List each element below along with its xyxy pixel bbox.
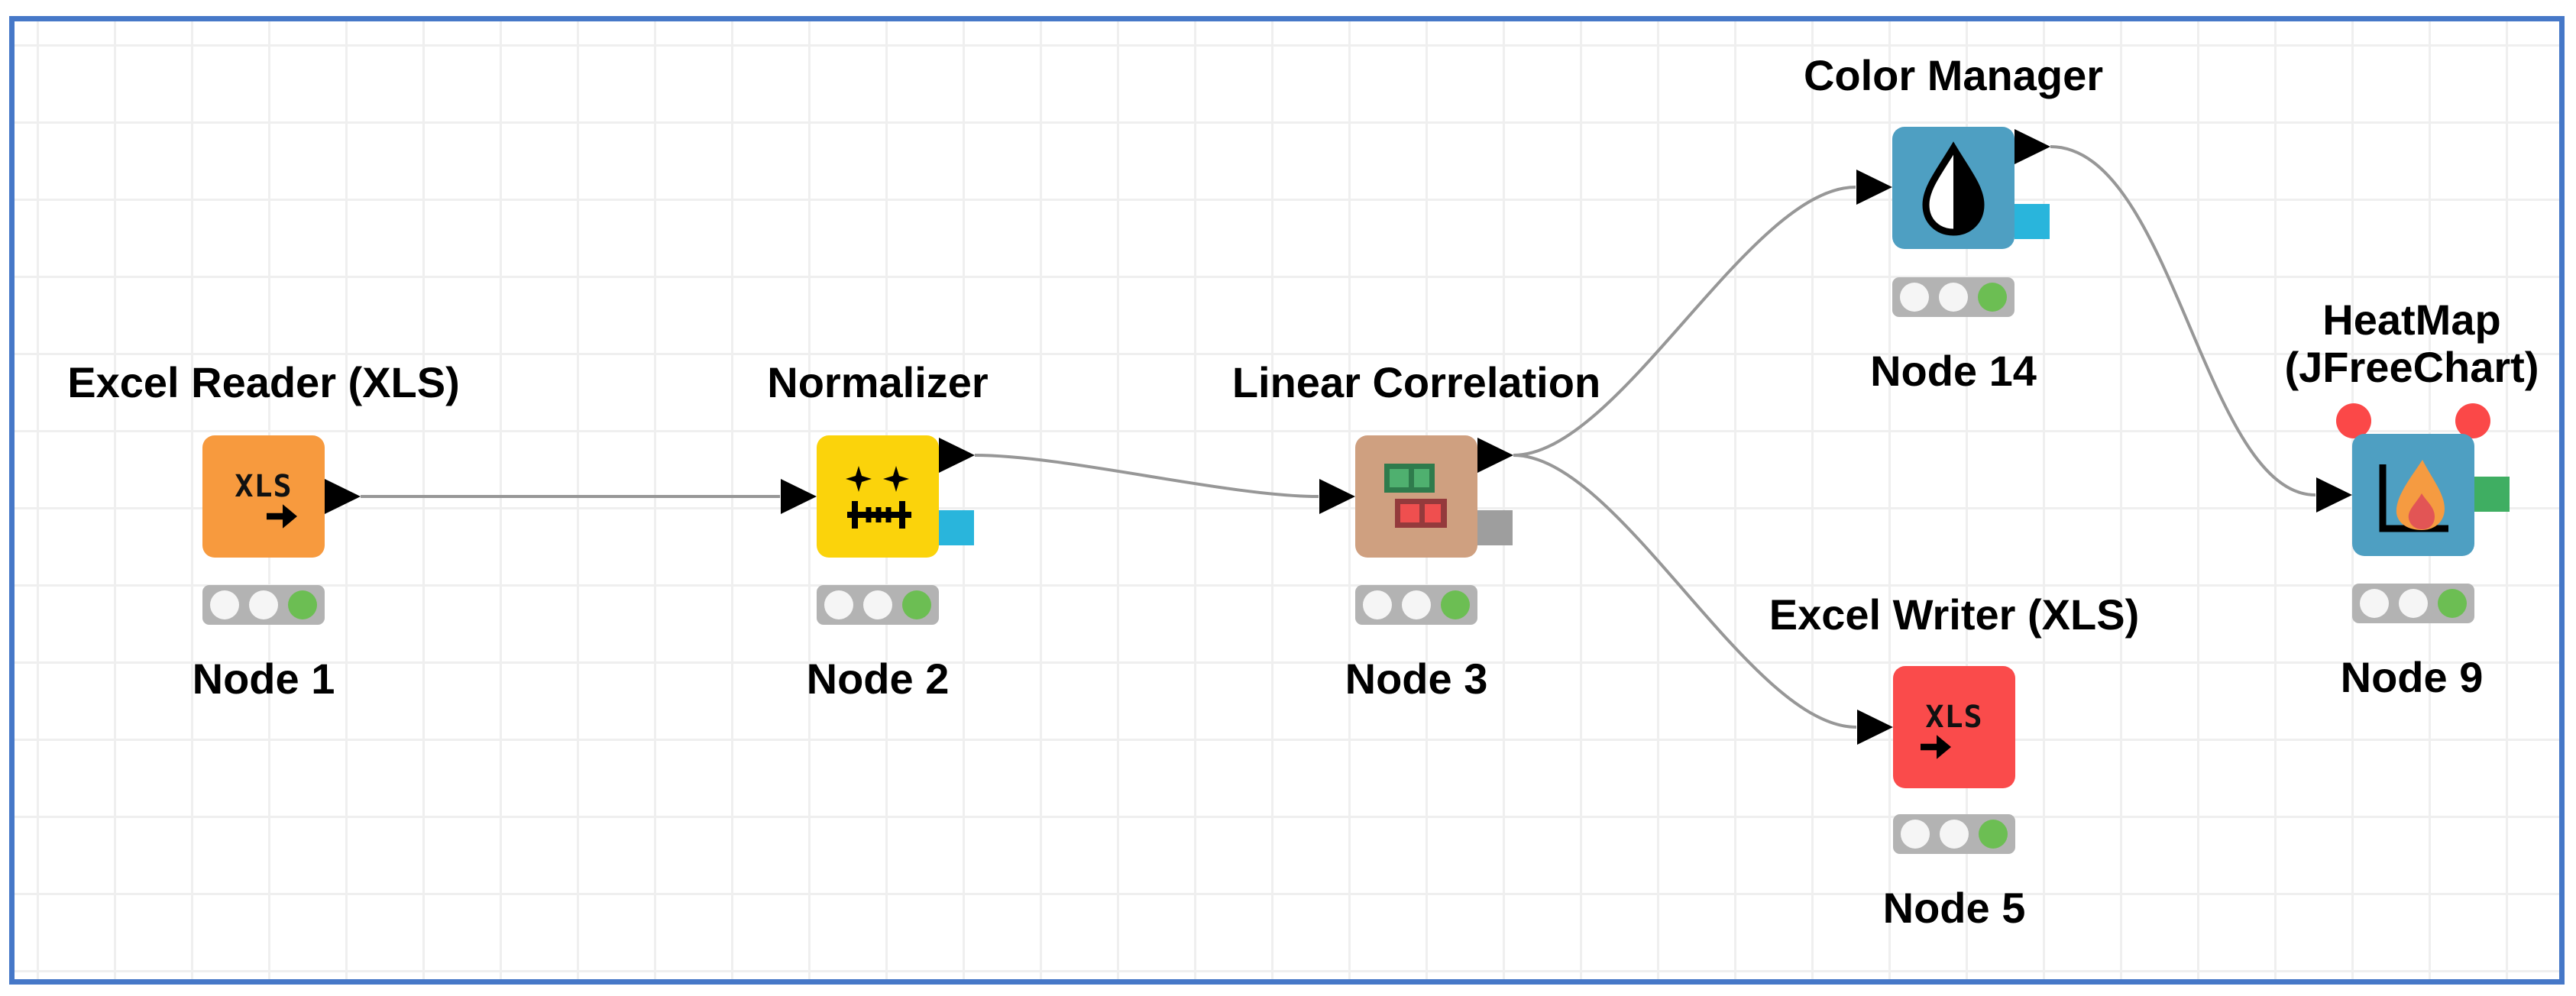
- workflow-editor-frame: [9, 16, 2565, 985]
- status-red-off: [1900, 283, 1929, 312]
- connection-node14-node9[interactable]: [2050, 145, 2316, 496]
- normalizer-axis-icon: [846, 466, 911, 529]
- status-green-on: [902, 590, 931, 619]
- arrow-right-icon: [267, 504, 297, 529]
- output-port-node14[interactable]: [2015, 129, 2050, 164]
- input-port-node9[interactable]: [2316, 477, 2352, 513]
- output-port-node2[interactable]: [939, 438, 975, 473]
- connection-node2-node3[interactable]: [974, 454, 1319, 498]
- input-port-node5[interactable]: [1857, 710, 1893, 745]
- node-linear-correlation[interactable]: [1355, 435, 1477, 558]
- node-title-line2: (JFreeChart): [2284, 343, 2539, 391]
- status-green-on: [288, 590, 317, 619]
- status-red-off: [1901, 820, 1930, 849]
- arrow-right-icon: [1921, 735, 1951, 759]
- status-green-on: [1441, 590, 1470, 619]
- node-title-line1: HeatMap: [2322, 296, 2501, 344]
- node-title-excel-writer: Excel Writer (XLS): [1769, 590, 2140, 639]
- input-port-node14[interactable]: [1856, 170, 1892, 205]
- traffic-light-node3: [1355, 585, 1477, 625]
- red-circle-decoration: [2455, 403, 2490, 438]
- node-title-normalizer: Normalizer: [767, 358, 989, 406]
- node-title-heatmap: HeatMap (JFreeChart): [2144, 296, 2576, 391]
- model-port-node14[interactable]: [2015, 204, 2050, 239]
- input-port-node3[interactable]: [1319, 479, 1355, 514]
- correlation-matrix-icon: [1384, 464, 1447, 528]
- node-heatmap[interactable]: [2352, 434, 2474, 556]
- status-yellow-off: [2399, 589, 2428, 618]
- xls-file-import-icon: XLS: [235, 469, 293, 504]
- status-green-on: [1978, 283, 2007, 312]
- status-red-off: [2360, 589, 2389, 618]
- status-green-on: [2438, 589, 2467, 618]
- color-droplet-icon: [1922, 141, 1985, 236]
- heatmap-flame-icon: [2379, 460, 2448, 532]
- node-label: Node 14: [1870, 347, 2037, 395]
- output-port-node1[interactable]: [325, 479, 361, 514]
- status-yellow-off: [1402, 590, 1431, 619]
- status-yellow-off: [863, 590, 892, 619]
- traffic-light-node9: [2352, 584, 2474, 623]
- status-yellow-off: [1940, 820, 1969, 849]
- red-circle-decoration: [2336, 403, 2371, 438]
- xls-file-export-icon: XLS: [1925, 700, 1983, 735]
- node-excel-writer[interactable]: XLS: [1893, 666, 2015, 788]
- model-port-node2[interactable]: [939, 510, 974, 545]
- node-excel-reader[interactable]: XLS: [202, 435, 325, 558]
- status-red-off: [210, 590, 239, 619]
- input-port-node2[interactable]: [781, 479, 817, 514]
- status-red-off: [1363, 590, 1392, 619]
- node-title-linear-correlation: Linear Correlation: [1231, 358, 1601, 406]
- status-red-off: [824, 590, 853, 619]
- status-yellow-off: [1939, 283, 1968, 312]
- image-port-node9[interactable]: [2474, 477, 2510, 512]
- node-title-excel-reader: Excel Reader (XLS): [67, 358, 460, 406]
- connection-node3-node14[interactable]: [1513, 186, 1856, 457]
- node-label: Node 3: [1345, 655, 1488, 703]
- status-green-on: [1979, 820, 2008, 849]
- node-title-color-manager: Color Manager: [1803, 51, 2104, 99]
- model-port-node3[interactable]: [1477, 510, 1513, 545]
- traffic-light-node14: [1892, 277, 2015, 317]
- connection-node3-node5[interactable]: [1513, 454, 1857, 729]
- traffic-light-node5: [1893, 814, 2015, 854]
- output-port-node3[interactable]: [1477, 438, 1513, 473]
- status-yellow-off: [249, 590, 278, 619]
- node-label: Node 5: [1882, 884, 2026, 932]
- node-color-manager[interactable]: [1892, 127, 2015, 249]
- node-normalizer[interactable]: [817, 435, 939, 558]
- traffic-light-node1: [202, 585, 325, 625]
- node-label: Node 9: [2340, 653, 2484, 701]
- traffic-light-node2: [817, 585, 939, 625]
- node-label: Node 1: [192, 655, 335, 703]
- node-label: Node 2: [806, 655, 950, 703]
